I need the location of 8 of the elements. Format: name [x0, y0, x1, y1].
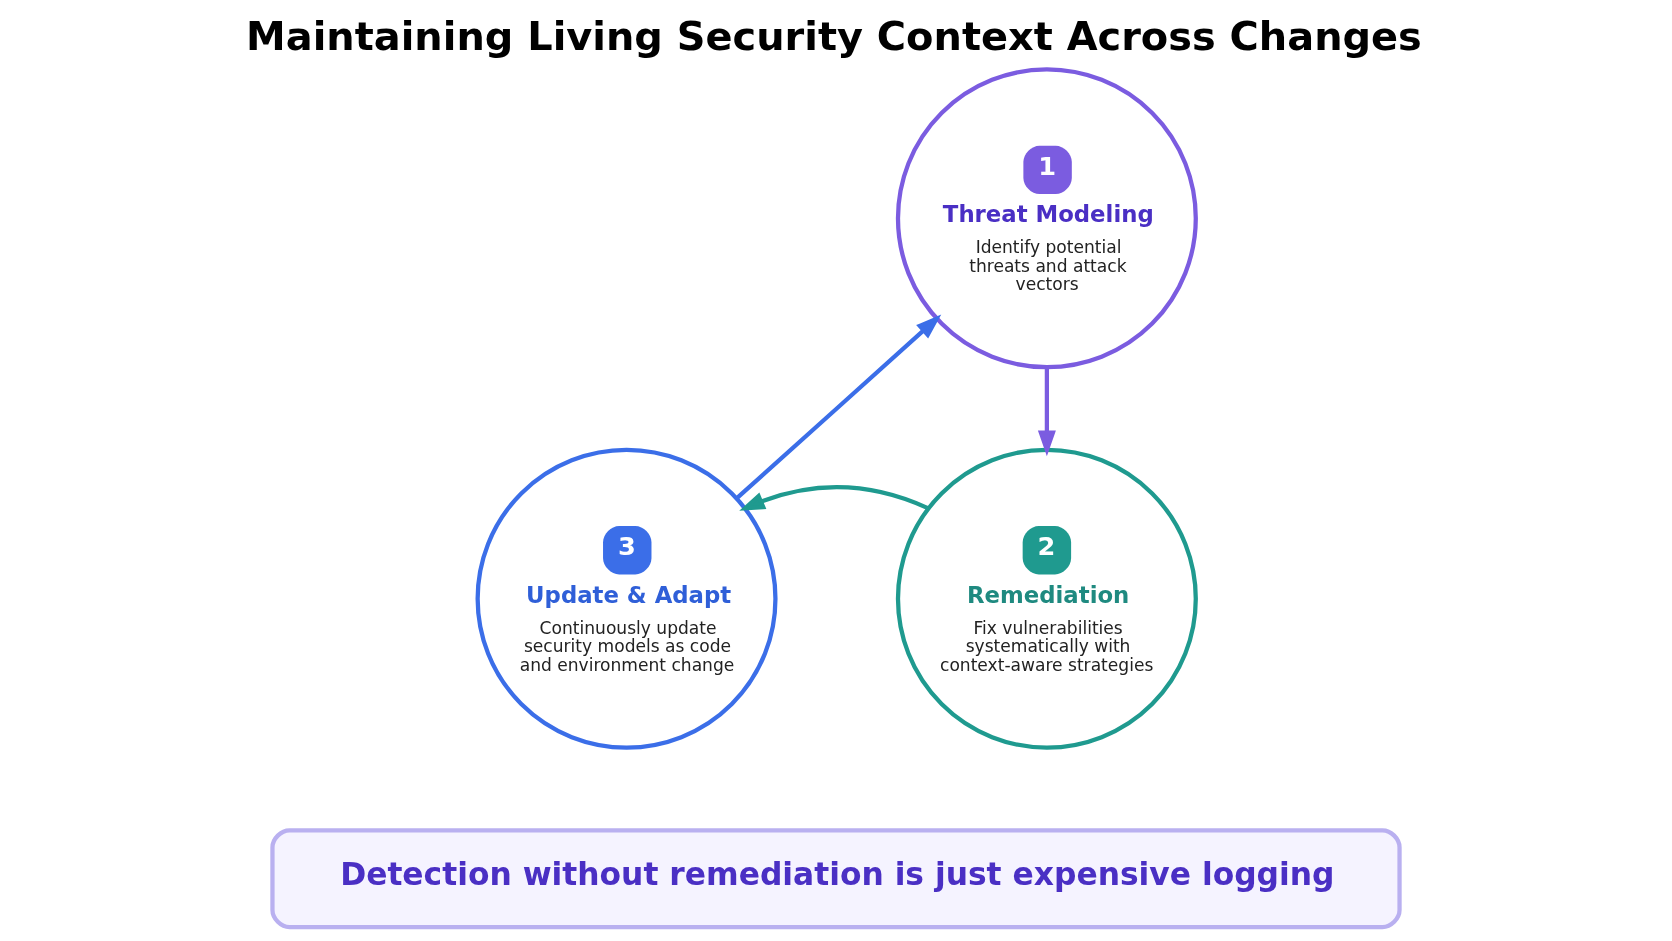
arrow — [739, 485, 930, 511]
node-box: Detection without remediation is just expensive logging — [270, 828, 1402, 930]
arrow — [735, 314, 942, 501]
diagram-title: Maintaining Living Security Context Across Changes — [246, 13, 1422, 60]
node-circle: 2 Remediation Fix vulnerabilities systematically with context-aware strategies — [895, 447, 1198, 750]
node-circle: 3 Update & Adapt Continuously update security models as code and environment change — [475, 447, 778, 750]
node-circle: 1 Threat Modeling Identify potential threats and attack vectors — [895, 67, 1198, 370]
arrow — [1037, 367, 1056, 457]
